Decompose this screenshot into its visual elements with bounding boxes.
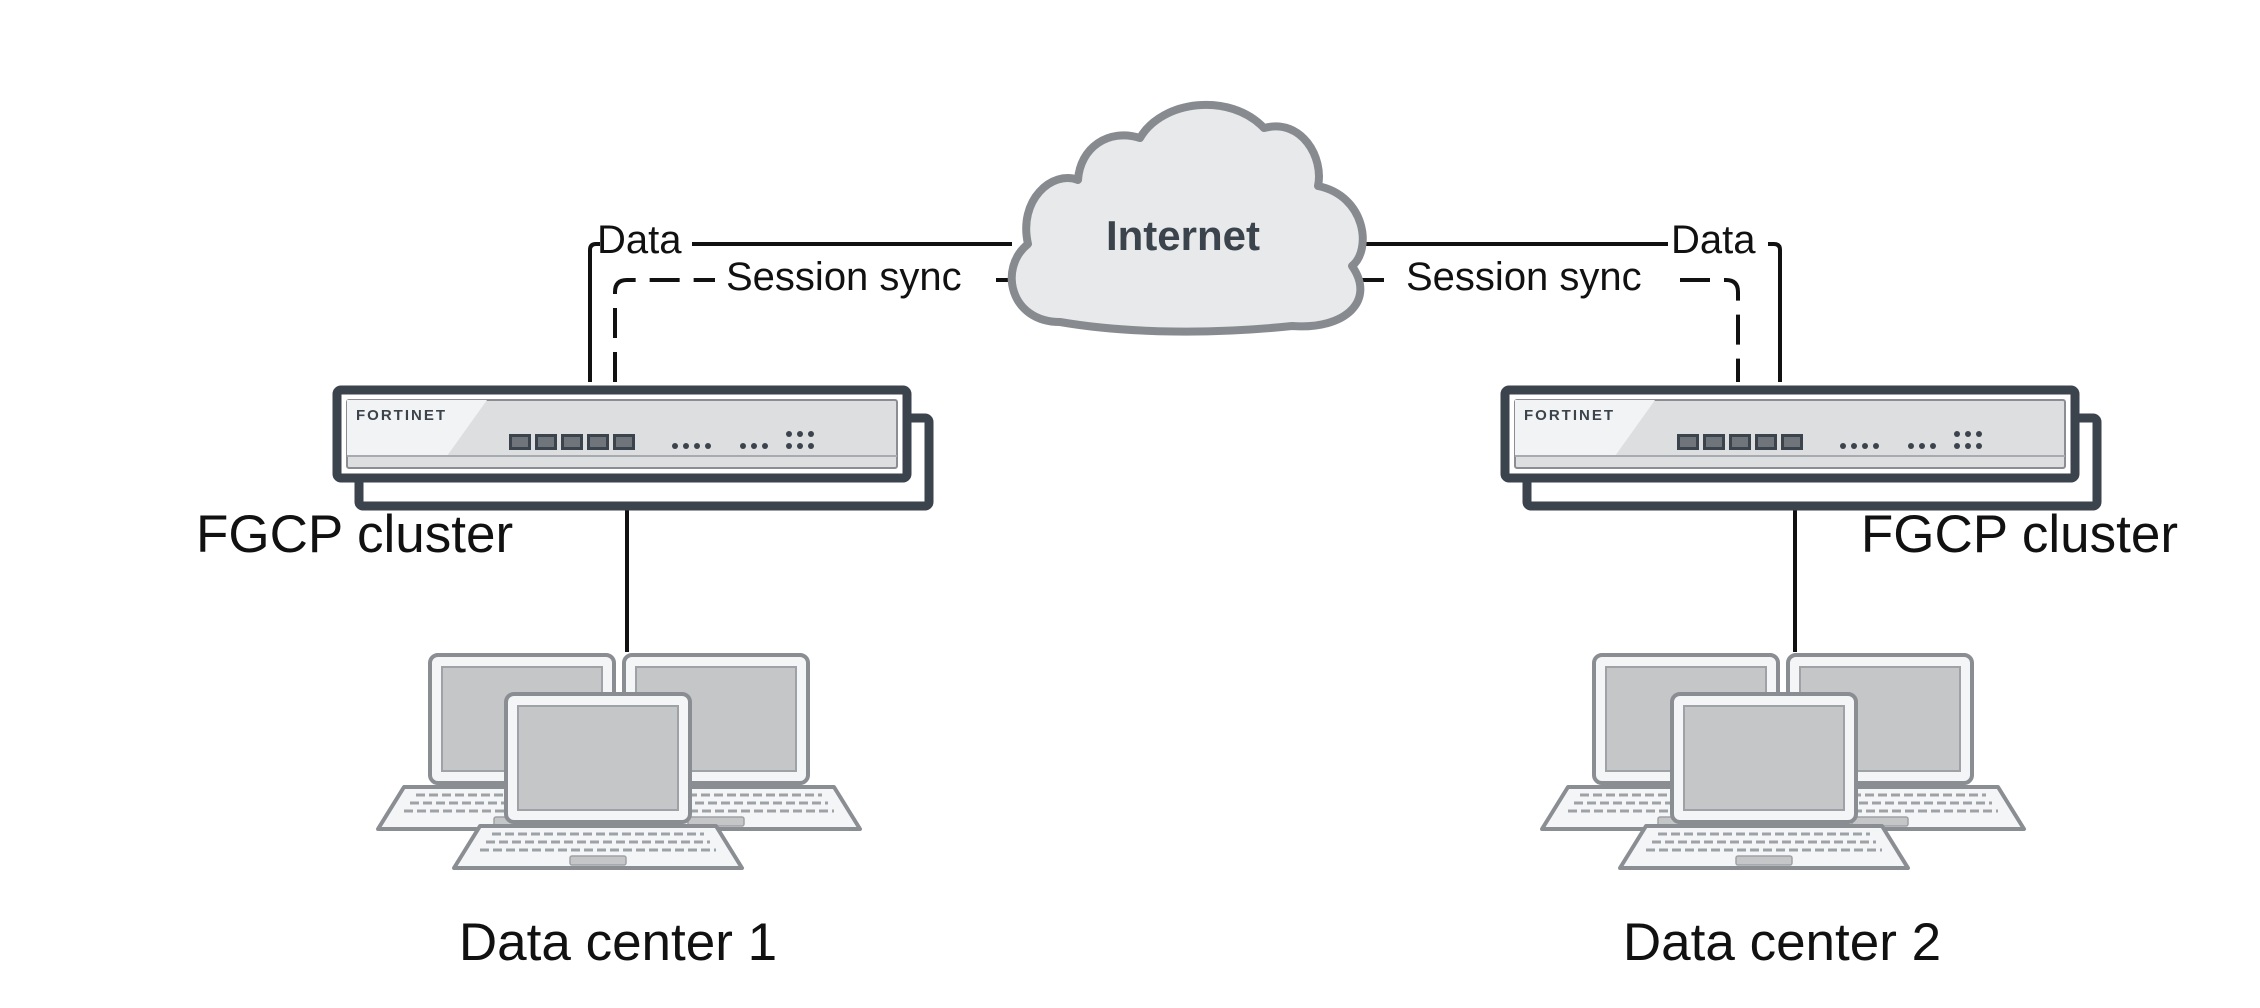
data-link-right: [1362, 242, 1782, 382]
internet-cloud: Internet: [1007, 100, 1367, 336]
data-center-label-2: Data center 2: [1623, 913, 1941, 972]
fgcp-cluster-1: FORTINET: [337, 390, 929, 506]
fgcp-cluster-2: FORTINET: [1505, 390, 2097, 506]
cluster-label-2: FGCP cluster: [1861, 505, 2178, 564]
brand-logo-1: FORTINET: [356, 407, 447, 424]
cloud-icon: [1007, 100, 1367, 336]
data-center-2-laptops: [1540, 653, 2026, 870]
data-label-right: Data: [1671, 218, 1756, 262]
data-label-left: Data: [597, 218, 682, 262]
session-sync-label-left: Session sync: [726, 255, 962, 299]
data-center-1-laptops: [376, 653, 862, 870]
cluster-label-1: FGCP cluster: [196, 505, 513, 564]
data-link-left: [588, 242, 1012, 382]
session-sync-label-right: Session sync: [1406, 255, 1642, 299]
brand-logo-2: FORTINET: [1524, 407, 1615, 424]
data-center-label-1: Data center 1: [459, 913, 777, 972]
internet-label: Internet: [1106, 212, 1260, 259]
